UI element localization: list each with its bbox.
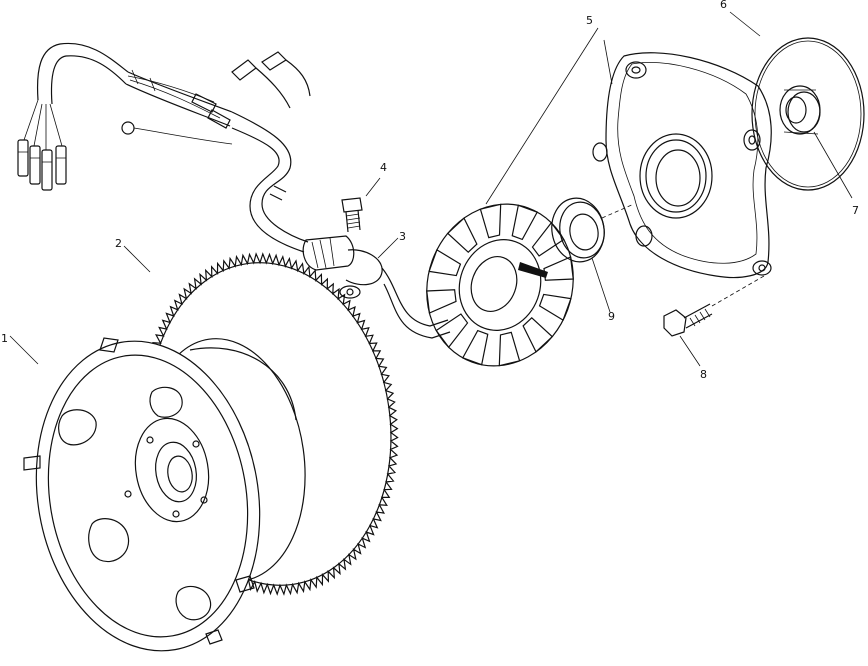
callout-labels: 1 2 3 4 5 6 7 8 9 [1, 0, 859, 381]
stator-pole [428, 248, 462, 277]
callout-1: 1 [1, 332, 8, 345]
stator-pole [461, 329, 489, 366]
callout-9: 9 [608, 310, 615, 323]
stator-part-5 [426, 27, 599, 367]
callout-8: 8 [700, 368, 707, 381]
bolt-part-4 [341, 177, 381, 233]
callout-6: 6 [720, 0, 727, 11]
stator-pole [511, 204, 539, 241]
bullet-connectors-top [231, 51, 311, 109]
stator-pole [531, 221, 565, 257]
stator-pole [522, 316, 554, 353]
stator-pole [426, 289, 457, 314]
stator-pole [498, 331, 521, 367]
stator-pole [479, 203, 502, 239]
stator-pole [538, 293, 572, 322]
callout-4: 4 [380, 161, 387, 174]
bolt-part-8 [663, 275, 765, 367]
seal-part-7 [779, 85, 853, 199]
bullet-connectors-left [17, 139, 67, 191]
stator-pole [435, 313, 469, 349]
bearing-part-9 [551, 197, 635, 313]
callout-7: 7 [852, 204, 859, 217]
clamp-part-3 [302, 235, 451, 339]
wiring-harness [17, 42, 311, 253]
callout-3: 3 [399, 230, 406, 243]
stator-pole [543, 256, 574, 281]
callout-5: 5 [586, 14, 593, 27]
callout-2: 2 [115, 237, 122, 250]
flywheel-part-1 [9, 335, 306, 652]
stator-plate-part-5 [592, 39, 772, 279]
gasket-part-6 [729, 11, 865, 191]
stator-pole [446, 217, 478, 254]
